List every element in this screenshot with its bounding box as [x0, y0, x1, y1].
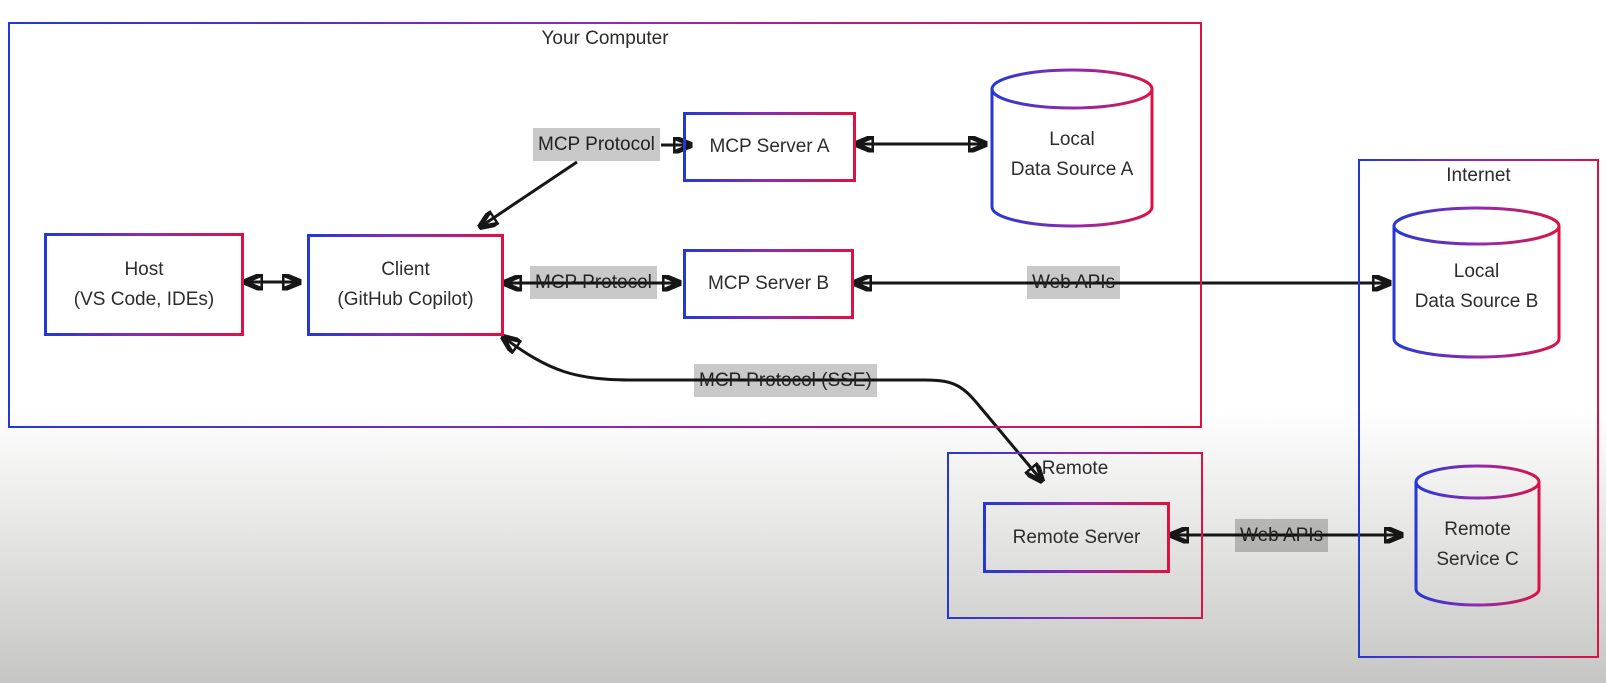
remote-service-c-line2: Service C — [1436, 549, 1519, 570]
remote-server-node: Remote Server — [983, 502, 1170, 573]
database-icon — [1392, 206, 1561, 359]
remote-service-c-cylinder: Remote Service C — [1413, 464, 1542, 607]
mcp-protocol-sse-label: MCP Protocol (SSE) — [694, 364, 877, 397]
database-icon — [1414, 464, 1541, 607]
mcp-protocol-label-b: MCP Protocol — [530, 266, 657, 299]
local-data-source-a-line1: Local — [1049, 129, 1095, 150]
local-data-source-a-line2: Data Source A — [1010, 159, 1134, 180]
local-data-source-b-cylinder: Local Data Source B — [1391, 206, 1562, 359]
internet-title: Internet — [1446, 165, 1511, 186]
web-apis-label-b: Web APIs — [1027, 266, 1121, 299]
client-label-line2: (GitHub Copilot) — [337, 289, 474, 310]
mcp-server-b-node: MCP Server B — [683, 249, 854, 319]
remote-title: Remote — [1041, 458, 1109, 479]
local-data-source-b-line1: Local — [1453, 261, 1500, 282]
host-label-line1: Host — [124, 258, 164, 280]
mcp-server-a-node: MCP Server A — [683, 112, 856, 182]
local-data-source-a-cylinder: Local Data Source A — [989, 68, 1155, 228]
mcp-server-a-label: MCP Server A — [709, 136, 830, 157]
host-node: Host (VS Code, IDEs) — [44, 233, 244, 336]
your-computer-container: Your Computer — [8, 22, 1202, 428]
mcp-server-b-label: MCP Server B — [707, 273, 830, 294]
local-data-source-b-line2: Data Source B — [1414, 291, 1539, 312]
client-node: Client (GitHub Copilot) — [307, 234, 504, 336]
host-label-line2: (VS Code, IDEs) — [73, 288, 215, 310]
your-computer-title: Your Computer — [541, 28, 669, 49]
database-icon — [990, 68, 1154, 228]
client-label-line1: Client — [381, 259, 430, 280]
remote-service-c-line1: Remote — [1444, 519, 1511, 540]
mcp-protocol-label-a: MCP Protocol — [533, 128, 660, 161]
web-apis-label-c: Web APIs — [1235, 519, 1329, 552]
remote-server-label: Remote Server — [1012, 526, 1141, 548]
